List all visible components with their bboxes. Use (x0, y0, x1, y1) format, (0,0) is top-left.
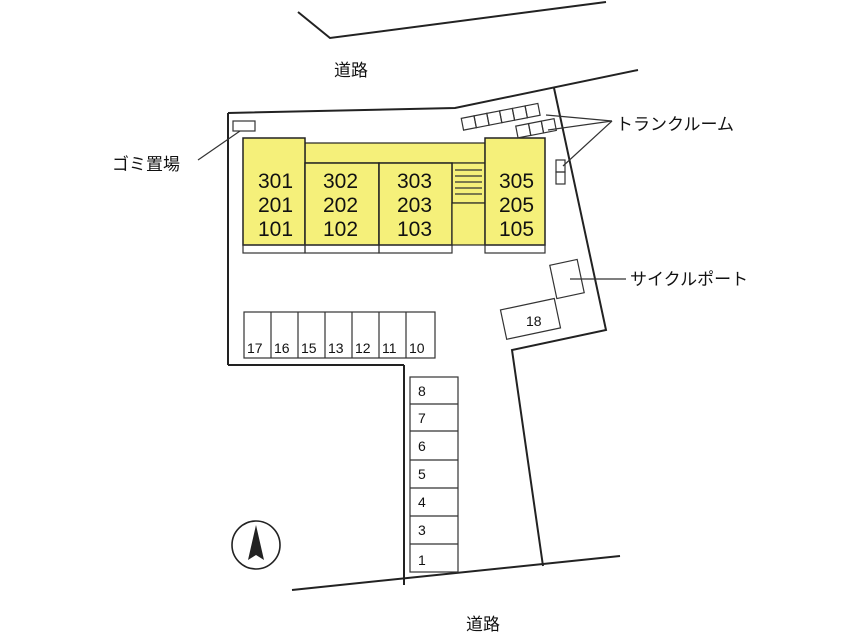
parking-label-17: 17 (247, 340, 263, 356)
trunk-leader-3 (562, 120, 613, 167)
unit-305: 305 (499, 170, 534, 193)
parking-label-16: 16 (274, 340, 290, 356)
parking-label-3: 3 (418, 522, 426, 538)
road-label-bottom: 道路 (466, 615, 500, 635)
parking-label-11: 11 (382, 340, 397, 356)
garbage-leader (197, 130, 241, 161)
unit-203: 203 (397, 194, 432, 217)
parking-label-6: 6 (418, 438, 426, 454)
road-top-edge (297, 1, 607, 40)
road-bottom-edge (291, 555, 621, 591)
parking-label-7: 7 (418, 410, 426, 426)
road-label-top: 道路 (334, 61, 368, 81)
parking-label-5: 5 (418, 466, 426, 482)
cycle-port-label: サイクルポート (630, 270, 748, 290)
balcony-strip-2 (304, 244, 380, 254)
unit-105: 105 (499, 218, 534, 241)
trunk-leader-1 (545, 114, 613, 122)
balcony-strip-3 (378, 244, 453, 254)
north-arrow-icon (231, 520, 281, 570)
parking-label-13: 13 (328, 340, 344, 356)
balcony-strip-1 (242, 244, 306, 254)
lot-boundary (227, 69, 639, 114)
building-stair-block (451, 162, 486, 204)
parking-label-15: 15 (301, 340, 317, 356)
unit-101: 101 (258, 218, 293, 241)
parking-label-18: 18 (526, 313, 542, 329)
parking-label-10: 10 (409, 340, 425, 356)
building: 301 201 101 302 202 102 303 203 103 305 … (242, 137, 546, 254)
parking-label-1: 1 (418, 552, 426, 568)
trunk-leader-2 (547, 120, 613, 131)
unit-303: 303 (397, 170, 432, 193)
parking-row: 17 16 15 13 12 11 10 (243, 311, 436, 359)
garbage-label: ゴミ置場 (112, 154, 180, 175)
parking-label-4: 4 (418, 494, 426, 510)
unit-103: 103 (397, 218, 432, 241)
unit-202: 202 (323, 194, 358, 217)
trunk-room-label: トランクルーム (616, 115, 734, 135)
lot-boundary-right (510, 87, 608, 567)
unit-201: 201 (258, 194, 293, 217)
building-stair-low (451, 202, 486, 246)
balcony-strip-5 (484, 244, 546, 254)
trunk-room-group (460, 102, 558, 139)
parking-label-12: 12 (355, 340, 371, 356)
unit-301: 301 (258, 170, 293, 193)
parking-label-8: 8 (418, 383, 426, 399)
unit-205: 205 (499, 194, 534, 217)
stairs-icon (455, 169, 482, 195)
parking-column: 8 7 6 5 4 3 1 (409, 376, 459, 573)
building-corridor (304, 142, 486, 164)
cycle-port-box (549, 258, 585, 300)
unit-102: 102 (323, 218, 358, 241)
trunk-room-side-2 (555, 171, 566, 185)
garbage-box (232, 120, 256, 132)
parking-slot-18 (499, 297, 562, 340)
unit-302: 302 (323, 170, 358, 193)
